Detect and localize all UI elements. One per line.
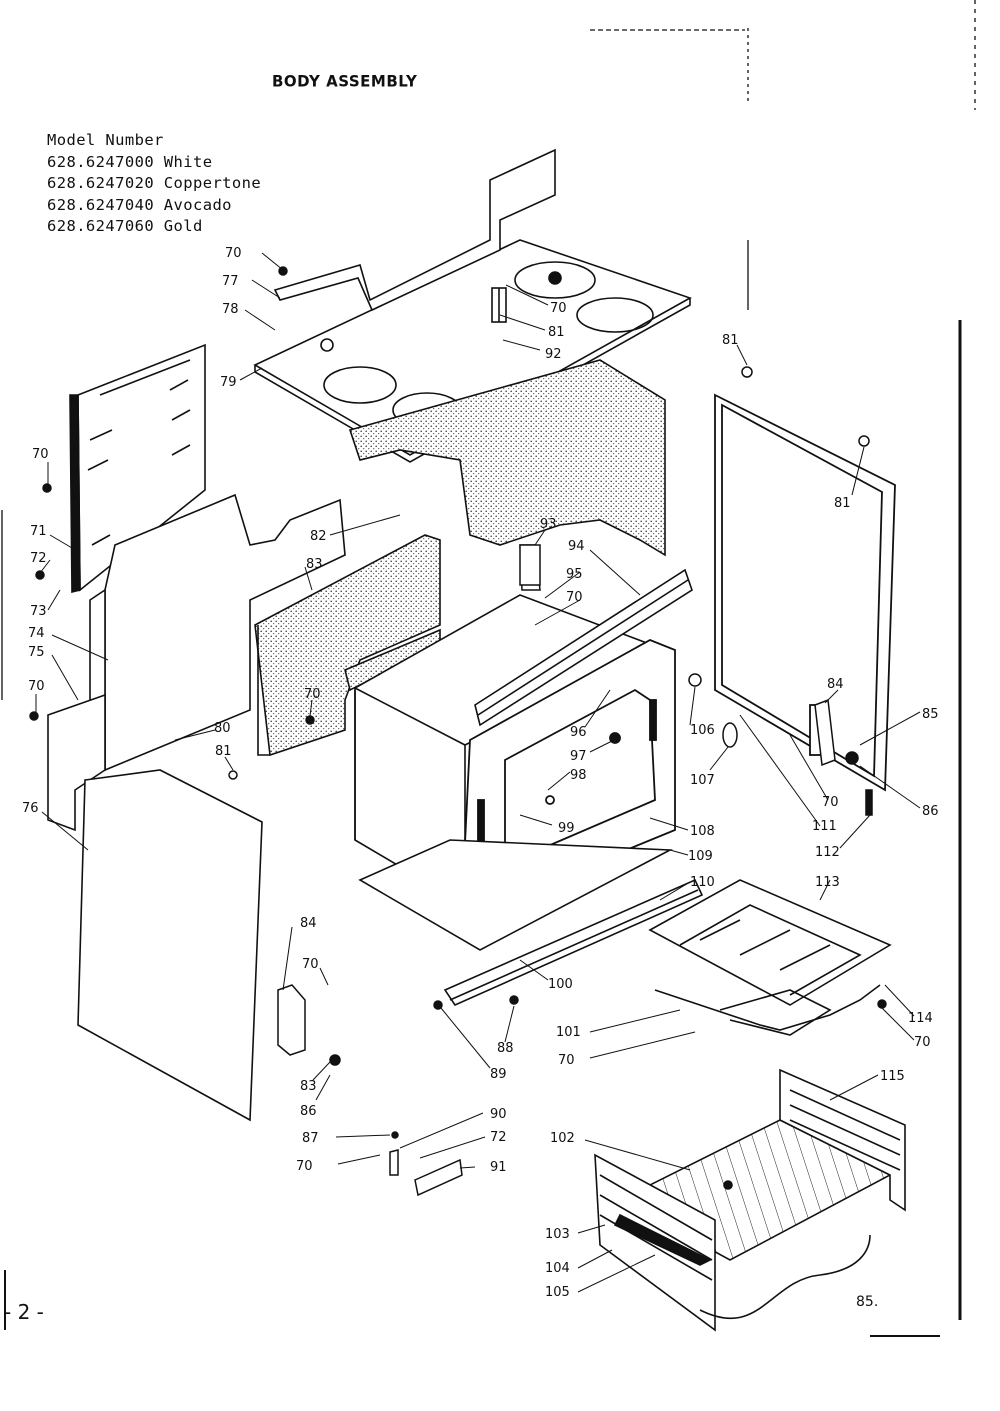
callout-label: 70	[296, 1159, 313, 1174]
storage-drawer	[594, 1068, 906, 1332]
model-entry: 628.6247000 White	[47, 152, 213, 171]
callout-label: 107	[690, 773, 715, 788]
left-side-panel	[69, 343, 206, 594]
sheet-stamp: 85.	[856, 1294, 879, 1310]
callout-label: 114	[908, 1011, 933, 1026]
callout-label: 108	[690, 824, 715, 839]
callout-label: 96	[570, 725, 587, 740]
callout-label: 115	[880, 1069, 905, 1084]
callout-label: 91	[490, 1160, 507, 1175]
callout-label: 81	[722, 333, 739, 348]
cooktop-assembly	[253, 148, 692, 463]
callout-label: 103	[545, 1227, 570, 1242]
burner-box-frame	[348, 359, 666, 557]
model-number-list: Model Number 628.6247000 White 628.62470…	[47, 130, 261, 238]
callout-label: 102	[550, 1131, 575, 1146]
callout-label: 77	[222, 274, 239, 289]
callout-label: 83	[300, 1079, 317, 1094]
callout-label: 112	[815, 845, 840, 860]
callout-label: 110	[690, 875, 715, 890]
callout-label: 94	[568, 539, 585, 554]
callout-label: 92	[545, 347, 562, 362]
callout-label: 80	[214, 721, 231, 736]
callout-label: 87	[302, 1131, 319, 1146]
top-rail	[474, 568, 693, 727]
callout-label: 70	[225, 246, 242, 261]
callout-label: 85	[922, 707, 939, 722]
callout-label: 98	[570, 768, 587, 783]
callout-label: 84	[300, 916, 317, 931]
bake-element	[654, 984, 881, 1036]
callout-label: 100	[548, 977, 573, 992]
callout-label: 86	[300, 1104, 317, 1119]
callout-label: 83	[306, 557, 323, 572]
model-entry: 628.6247020 Coppertone	[47, 174, 262, 192]
page-number: - 2 -	[4, 1300, 44, 1324]
callout-label: 70	[914, 1035, 931, 1050]
callout-label: 70	[32, 447, 49, 462]
right-side-panel	[714, 393, 896, 792]
lower-back-panel	[77, 769, 263, 1122]
model-entry: 628.6247060 Gold	[47, 217, 203, 235]
callout-labels: 70 77 78 79 70 81 92 81 81 70 71 72 73 7…	[22, 246, 939, 1300]
callout-label: 113	[815, 875, 840, 890]
callout-label: 95	[566, 567, 583, 582]
callout-label: 82	[310, 529, 327, 544]
callout-label: 74	[28, 626, 45, 641]
lower-left-bracket	[47, 693, 106, 832]
callout-label: 105	[545, 1285, 570, 1300]
callout-label: 75	[28, 645, 45, 660]
callout-label: 70	[566, 590, 583, 605]
callout-label: 73	[30, 604, 47, 619]
callout-label: 101	[556, 1025, 581, 1040]
callout-label: 70	[558, 1053, 575, 1068]
callout-leaders	[35, 252, 921, 1293]
callout-label: 81	[215, 744, 232, 759]
callout-label: 81	[834, 496, 851, 511]
callout-label: 104	[545, 1261, 570, 1276]
door-hinge-right	[814, 698, 873, 816]
callout-label: 70	[550, 301, 567, 316]
diagram-title: BODY ASSEMBLY	[272, 71, 418, 91]
callout-label: 86	[922, 804, 939, 819]
callout-label: 78	[222, 302, 239, 317]
front-bottom-rail	[443, 878, 704, 1007]
callout-label: 111	[812, 819, 837, 834]
callout-label: 93	[540, 517, 557, 532]
callout-label: 79	[220, 375, 237, 390]
callout-label: 106	[690, 723, 715, 738]
callout-label: 81	[548, 325, 565, 340]
callout-label: 89	[490, 1067, 507, 1082]
callout-label: 70	[28, 679, 45, 694]
callout-label: 70	[822, 795, 839, 810]
scan-edge-marks	[1, 0, 976, 1337]
callout-label: 109	[688, 849, 713, 864]
callout-label: 72	[490, 1130, 507, 1145]
callout-label: 90	[490, 1107, 507, 1122]
callout-label: 70	[304, 687, 321, 702]
callout-label: 71	[30, 524, 47, 539]
callout-label: 72	[30, 551, 47, 566]
callout-label: 70	[302, 957, 319, 972]
callout-label: 88	[497, 1041, 514, 1056]
callout-label: 99	[558, 821, 575, 836]
model-entry: 628.6247040 Avocado	[47, 195, 232, 214]
door-hinge-left	[277, 984, 341, 1066]
callout-label: 97	[570, 749, 587, 764]
broil-element	[648, 879, 892, 1006]
callout-label: 76	[22, 801, 39, 816]
callout-label: 84	[827, 677, 844, 692]
small-hardware	[29, 266, 887, 1197]
model-heading: Model Number	[47, 131, 164, 149]
